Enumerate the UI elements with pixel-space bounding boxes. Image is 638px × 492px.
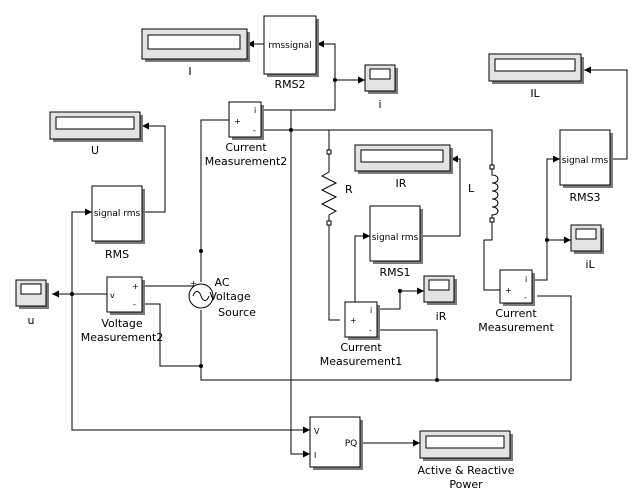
resistor-label: R — [345, 183, 353, 196]
rms1-block[interactable]: signal rms RMS1 — [369, 205, 423, 279]
cm2-label-1: Current — [225, 141, 267, 154]
cm1-label-2: Measurement1 — [320, 355, 403, 368]
cm-label-2: Measurement — [478, 321, 554, 334]
resistor-R[interactable]: R — [320, 149, 353, 226]
pq-block[interactable]: V I PQ — [309, 416, 363, 470]
junctions — [70, 78, 549, 382]
display-active-reactive-power[interactable]: Active & Reactive Power — [418, 430, 515, 491]
display-IR-label: IR — [396, 177, 407, 190]
display-IL[interactable]: IL — [488, 53, 584, 100]
cm-port-i: i — [525, 275, 527, 284]
cm2-port-minus: - — [253, 126, 256, 135]
power-wires — [143, 119, 572, 381]
current-measurement[interactable]: i + - Current Measurement — [478, 269, 554, 334]
cm-label-1: Current — [495, 307, 537, 320]
scope-u-label: u — [28, 314, 35, 327]
rms2-inner: rmssignal — [268, 41, 312, 51]
cm1-port-i: i — [370, 306, 372, 315]
display-U[interactable]: U — [49, 111, 143, 157]
display-I-label: I — [188, 65, 191, 78]
inductor-L[interactable]: L — [468, 164, 499, 223]
rms2-block[interactable]: rmssignal RMS2 — [263, 15, 319, 91]
rms1-label: RMS1 — [379, 266, 410, 279]
display-PQ-label-2: Power — [449, 478, 483, 491]
current-measurement2[interactable]: i + - Current Measurement2 — [205, 101, 288, 168]
vm2-port-plus: + — [132, 282, 139, 291]
cm-port-minus: - — [524, 293, 527, 302]
vm2-label-1: Voltage — [101, 317, 142, 330]
ac-voltage-source[interactable]: + AC Voltage Source — [188, 276, 256, 319]
rms-inner: signal rms — [94, 209, 141, 219]
cm1-port-plus: + — [350, 316, 357, 325]
display-PQ-label-1: Active & Reactive — [418, 464, 515, 477]
inductor-label: L — [468, 182, 475, 195]
pq-port-i: I — [314, 451, 316, 460]
pq-inner: PQ — [345, 439, 358, 449]
scope-u[interactable]: u — [15, 279, 49, 327]
display-I[interactable]: I — [141, 28, 250, 78]
scope-iR[interactable]: iR — [423, 275, 457, 323]
pq-port-v: V — [314, 427, 320, 436]
display-IL-label: IL — [530, 87, 540, 100]
ac-label-1: AC — [214, 276, 229, 289]
current-measurement1[interactable]: i + - Current Measurement1 — [320, 301, 403, 368]
display-IR[interactable]: IR — [354, 144, 453, 190]
ac-port-plus: + — [190, 279, 197, 288]
rms-label: RMS — [105, 248, 129, 261]
ac-label-3: Source — [218, 306, 256, 319]
cm2-port-i: i — [254, 106, 256, 115]
cm1-port-minus: - — [369, 326, 372, 335]
cm-port-plus: + — [505, 286, 512, 295]
voltage-measurement2[interactable]: v + - Voltage Measurement2 — [81, 276, 164, 344]
ac-label-2: Voltage — [209, 290, 250, 303]
rms2-label: RMS2 — [274, 78, 305, 91]
scope-iL[interactable]: iL — [570, 224, 604, 271]
rms3-block[interactable]: signal rms RMS3 — [559, 129, 613, 204]
vm2-label-2: Measurement2 — [81, 331, 164, 344]
vm2-port-v: v — [110, 291, 115, 300]
display-U-label: U — [91, 144, 99, 157]
scope-iR-label: iR — [436, 310, 447, 323]
scope-i-label: i — [378, 98, 381, 111]
rms-block[interactable]: signal rms RMS — [91, 185, 145, 261]
scope-iL-label: iL — [585, 258, 595, 271]
cm1-label-1: Current — [340, 341, 382, 354]
scope-i[interactable]: i — [364, 64, 398, 111]
rms3-label: RMS3 — [569, 191, 600, 204]
vm2-port-minus: - — [133, 300, 136, 309]
cm2-label-2: Measurement2 — [205, 155, 288, 168]
rms1-inner: signal rms — [372, 233, 419, 243]
rms3-inner: signal rms — [562, 156, 609, 166]
signal-wires — [52, 40, 628, 458]
cm2-port-plus: + — [234, 117, 241, 126]
